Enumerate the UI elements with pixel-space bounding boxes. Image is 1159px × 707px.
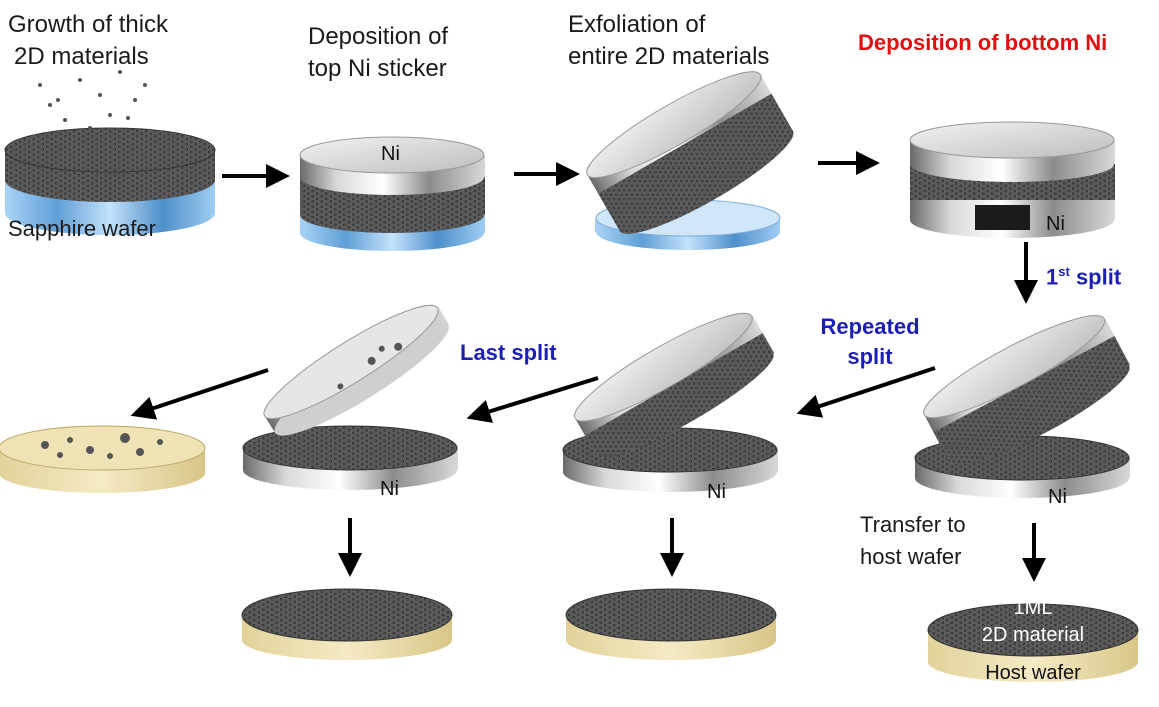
deposition-top-label-1: Deposition of <box>308 23 449 50</box>
arrow-repeated <box>796 366 936 418</box>
ni-label-repeated: Ni <box>707 481 726 503</box>
host-wafer-mid <box>565 588 777 660</box>
ni-label-stage2: Ni <box>381 143 400 165</box>
stage-repeated-split <box>562 312 778 492</box>
stage-residual-wafer <box>0 425 206 493</box>
stage-last-split <box>242 304 458 490</box>
transfer-label-1: Transfer to <box>860 512 966 537</box>
growth-label-2: 2D materials <box>14 43 149 70</box>
host-wafer-right <box>927 603 1139 682</box>
stage-first-split <box>914 315 1131 498</box>
precursor-atoms <box>38 70 147 130</box>
deposition-bottom-label: Deposition of bottom Ni <box>858 30 1108 55</box>
host-wafer-label: Host wafer <box>985 662 1081 684</box>
stage-exfoliation <box>586 71 794 250</box>
ni-label-last: Ni <box>380 478 399 500</box>
repeated-split-label-1: Repeated <box>820 314 920 339</box>
transfer-label-2: host wafer <box>860 544 962 569</box>
monolayer-label-2: 2D material <box>981 624 1085 646</box>
exfoliation-label-2: entire 2D materials <box>568 43 770 70</box>
ni-label-first: Ni <box>1048 486 1067 508</box>
exfoliation-label-1: Exfoliation of <box>568 11 706 38</box>
growth-label-1: Growth of thick <box>8 11 169 38</box>
arrow-last <box>466 376 599 423</box>
last-split-label: Last split <box>460 340 557 365</box>
sapphire-label: Sapphire wafer <box>8 216 156 241</box>
stage-growth-wafer <box>4 70 216 235</box>
arrow-residual <box>130 368 269 420</box>
repeated-split-label-2: split <box>847 344 893 369</box>
host-wafer-left <box>241 588 453 660</box>
monolayer-label-1: 1ML <box>1013 597 1053 619</box>
stage-bottom-ni <box>909 121 1115 238</box>
stage-top-ni <box>299 136 485 251</box>
first-split-label: 1st split <box>1046 264 1122 290</box>
deposition-top-label-2: top Ni sticker <box>308 55 447 82</box>
ni-label-stage4: Ni <box>1046 213 1065 235</box>
